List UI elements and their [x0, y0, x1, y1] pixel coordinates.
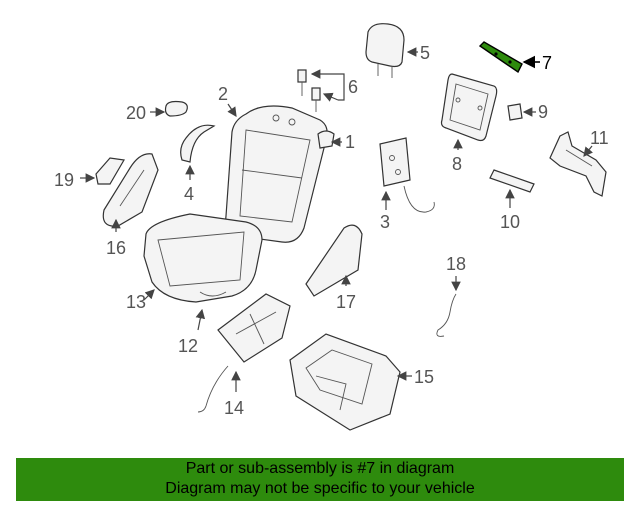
part-18-wire[interactable]: [436, 293, 457, 337]
part-16-side-shield[interactable]: [102, 153, 159, 227]
callout-14[interactable]: 14: [224, 398, 244, 418]
callout-20[interactable]: 20: [126, 103, 146, 123]
part-20-knob[interactable]: [164, 100, 188, 117]
exploded-parts-diagram: 5 6 7 8 9 11 10: [54, 23, 609, 431]
part-8-back-panel[interactable]: [440, 73, 498, 142]
callout-12[interactable]: 12: [178, 336, 198, 356]
part-5-headrest[interactable]: [365, 23, 405, 78]
part-13-seat-cushion[interactable]: [143, 213, 263, 303]
part-6-headrest-guides[interactable]: [297, 69, 321, 112]
part-14-heater-pad[interactable]: [197, 293, 291, 413]
callout-18[interactable]: 18: [446, 254, 466, 274]
callout-8[interactable]: 8: [452, 154, 462, 174]
callout-5[interactable]: 5: [420, 43, 430, 63]
part-17-cushion-trim[interactable]: [305, 224, 363, 297]
part-1-side-panel[interactable]: [317, 130, 335, 149]
callout-15[interactable]: 15: [414, 367, 434, 387]
part-3-lumbar-unit[interactable]: [379, 137, 435, 213]
part-15-seat-frame[interactable]: [289, 333, 401, 431]
callout-11[interactable]: 11: [590, 128, 609, 148]
callout-1[interactable]: 1: [345, 132, 355, 152]
part-4-side-trim[interactable]: [180, 124, 216, 163]
callout-17[interactable]: 17: [336, 292, 356, 312]
callout-7[interactable]: 7: [542, 53, 552, 73]
info-banner: Part or sub-assembly is #7 in diagram Di…: [16, 458, 624, 501]
callout-3[interactable]: 3: [380, 212, 390, 232]
callout-6[interactable]: 6: [348, 77, 358, 97]
banner-line-1: Part or sub-assembly is #7 in diagram: [185, 460, 455, 477]
part-11-frame-bracket[interactable]: [549, 131, 607, 197]
callout-4[interactable]: 4: [184, 184, 194, 204]
callout-13[interactable]: 13: [126, 292, 146, 312]
callout-19[interactable]: 19: [54, 170, 74, 190]
part-19-switch[interactable]: [95, 157, 125, 185]
callout-2[interactable]: 2: [218, 84, 228, 104]
callout-16[interactable]: 16: [106, 238, 126, 258]
part-2-seatback[interactable]: [225, 105, 328, 243]
part-7-bracket-highlighted[interactable]: [478, 41, 523, 74]
part-9-clip[interactable]: [507, 103, 523, 121]
callout-9[interactable]: 9: [538, 102, 548, 122]
banner-line-2: Diagram may not be specific to your vehi…: [165, 480, 475, 497]
part-10-rail-cover[interactable]: [489, 169, 535, 193]
callout-10[interactable]: 10: [500, 212, 520, 232]
